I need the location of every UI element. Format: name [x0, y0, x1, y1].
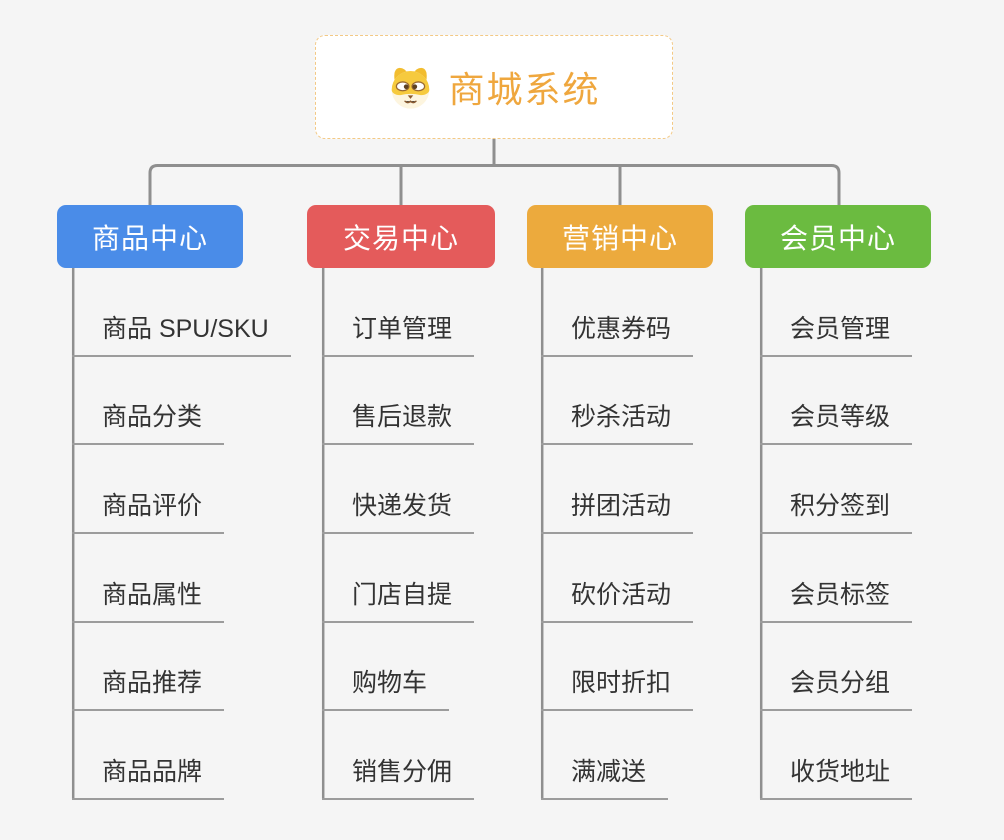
- child-label: 商品属性: [102, 580, 203, 609]
- column-marketing-center: 优惠券码 秒杀活动 拼团活动 砍价活动 限时折扣 满减送: [541, 268, 694, 801]
- child-label: 订单管理: [352, 314, 453, 343]
- child-label: 满减送: [571, 758, 647, 787]
- column-member-center: 会员管理 会员等级 积分签到 会员标签 会员分组 收货地址: [760, 268, 913, 801]
- child-label: 秒杀活动: [571, 403, 672, 432]
- child-node[interactable]: 商品评价: [72, 445, 225, 535]
- child-label: 商品分类: [102, 403, 203, 432]
- branch-label: 商品中心: [91, 222, 208, 254]
- child-label: 限时折扣: [571, 669, 672, 698]
- child-label: 门店自提: [352, 580, 453, 609]
- dog-face-icon: [392, 67, 430, 109]
- child-label: 销售分佣: [352, 758, 453, 787]
- child-label: 商品推荐: [102, 669, 203, 698]
- child-node[interactable]: 满减送: [541, 711, 669, 801]
- child-label: 快递发货: [352, 492, 453, 521]
- child-label: 砍价活动: [571, 580, 672, 609]
- child-node[interactable]: 商品推荐: [72, 623, 225, 712]
- branch-label: 营销中心: [561, 222, 678, 254]
- child-node[interactable]: 会员标签: [760, 534, 913, 623]
- child-node[interactable]: 商品属性: [72, 534, 225, 623]
- branch-node-member-center[interactable]: 会员中心: [745, 205, 931, 268]
- child-node[interactable]: 会员管理: [760, 268, 913, 357]
- child-label: 商品评价: [102, 492, 203, 521]
- child-node[interactable]: 订单管理: [322, 268, 475, 357]
- child-label: 会员分组: [790, 669, 891, 698]
- child-node[interactable]: 销售分佣: [322, 711, 475, 801]
- root-node[interactable]: 商城系统: [315, 35, 673, 139]
- branch-node-product-center[interactable]: 商品中心: [57, 205, 243, 268]
- child-label: 收货地址: [790, 758, 891, 787]
- child-label: 售后退款: [352, 403, 453, 432]
- child-label: 拼团活动: [571, 492, 672, 521]
- child-label: 会员标签: [790, 580, 891, 609]
- child-label: 积分签到: [790, 492, 891, 521]
- child-label: 商品 SPU/SKU: [102, 314, 269, 343]
- branch-node-marketing-center[interactable]: 营销中心: [527, 205, 713, 268]
- column-trade-center: 订单管理 售后退款 快递发货 门店自提 购物车 销售分佣: [322, 268, 475, 801]
- child-node[interactable]: 门店自提: [322, 534, 475, 623]
- child-node[interactable]: 商品分类: [72, 357, 225, 446]
- child-label: 会员等级: [790, 403, 891, 432]
- child-node[interactable]: 会员分组: [760, 623, 913, 712]
- child-node[interactable]: 快递发货: [322, 445, 475, 535]
- child-node[interactable]: 商品品牌: [72, 711, 225, 801]
- child-node[interactable]: 会员等级: [760, 357, 913, 446]
- child-node[interactable]: 购物车: [322, 623, 450, 712]
- branch-label: 交易中心: [342, 222, 459, 254]
- root-title: 商城系统: [448, 69, 601, 110]
- child-node[interactable]: 收货地址: [760, 711, 913, 801]
- child-node[interactable]: 售后退款: [322, 357, 475, 446]
- child-label: 商品品牌: [102, 758, 203, 787]
- child-node[interactable]: 积分签到: [760, 445, 913, 535]
- child-node[interactable]: 商品 SPU/SKU: [72, 268, 291, 357]
- child-node[interactable]: 砍价活动: [541, 534, 694, 623]
- child-node[interactable]: 优惠券码: [541, 268, 694, 357]
- branch-label: 会员中心: [779, 222, 896, 254]
- child-node[interactable]: 拼团活动: [541, 445, 694, 535]
- column-product-center: 商品 SPU/SKU 商品分类 商品评价 商品属性 商品推荐 商品品牌: [72, 268, 291, 801]
- branch-node-trade-center[interactable]: 交易中心: [307, 205, 495, 268]
- child-label: 购物车: [352, 669, 428, 698]
- child-node[interactable]: 限时折扣: [541, 623, 694, 712]
- child-label: 会员管理: [790, 314, 891, 343]
- child-node[interactable]: 秒杀活动: [541, 357, 694, 446]
- child-label: 优惠券码: [571, 314, 672, 343]
